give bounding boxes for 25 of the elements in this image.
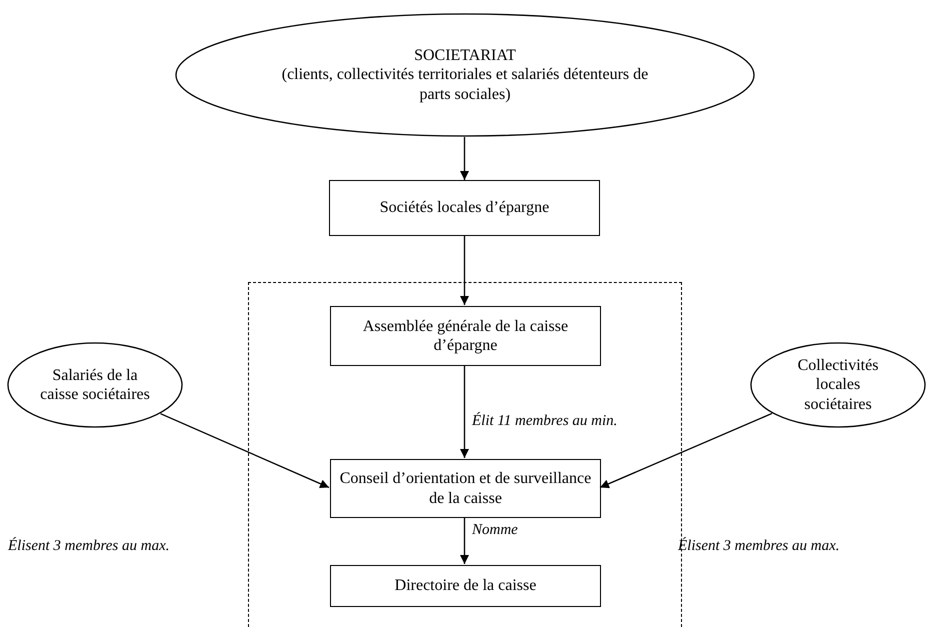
arrow [460,236,469,305]
ellipse-node [750,342,926,428]
arrow [460,517,469,564]
process-box [330,565,601,607]
node-text: Collectivités locales sociétaires [796,356,880,414]
process-box [329,180,600,236]
ellipse-node [7,342,183,428]
node-text: (clients, collectivités territoriales et salariés détenteurs de parts sociales) [280,65,650,104]
process-box [330,306,601,366]
note-text: Élisent 3 membres au max. [8,538,170,555]
arrow [600,412,772,488]
process-box [330,459,601,518]
node-heading: SOCIETARIAT [414,46,516,66]
note-text: Élisent 3 membres au max. [678,538,840,555]
edge-label: Élit 11 membres au min. [472,413,618,430]
arrow [460,137,469,180]
node-text: Assemblée générale de la caisse d’épargne [362,316,570,356]
node-text: Directoire de la caisse [394,576,536,596]
ellipse-node [175,13,755,137]
edge-label: Nomme [472,522,518,539]
node-text: Sociétés locales d’épargne [380,198,550,218]
arrow [160,413,330,488]
node-text: Conseil d’orientation et de surveillance de la caisse [338,469,592,508]
arrow [460,365,469,458]
node-text: Salariés de la caisse sociétaires [39,366,151,404]
